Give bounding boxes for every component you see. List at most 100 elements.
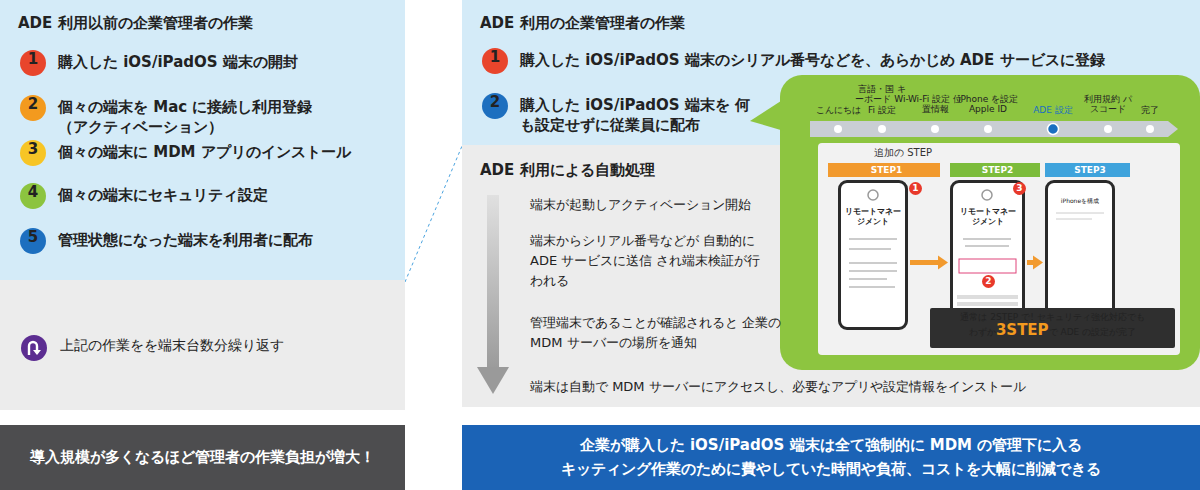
callout-pointer [750,97,784,137]
connector-line [910,260,940,265]
text-slot: こんにちは [810,105,866,115]
number-badge: 2 [20,95,46,121]
shape [849,238,897,240]
shape [849,270,897,272]
label-text: STEP1 [828,163,940,177]
shape [849,248,891,250]
summary-band: 導入規模が多くなるほど管理者の作業負担が増大！ [0,425,405,490]
callout-number: 3 [1013,182,1026,195]
label-text: 個々の端末に MDM アプリのインストール [58,140,388,163]
summary-band: 企業が購入した iOS/iPadOS 端末は全て強制的に MDM の管理下に入る… [462,425,1200,490]
step-item: 1 購入した iOS/iPadOS 端末のシリアル番号などを、あらかじめ ADE … [482,48,1180,74]
text-slot: 利用規約 パスコード [1080,94,1136,115]
label-text: iPhone を設定 Apple ID [955,94,1021,115]
label-text: リモートマネージメント [957,207,1018,226]
text-slot: リモートマネージメント [845,207,901,226]
label-text: こんにちは [810,105,866,115]
shape [963,238,1011,240]
connector [910,256,948,270]
text-slot: iPhone を設定 Apple ID [955,94,1021,115]
number-badge: 5 [20,228,46,254]
text-slot: 端末が起動しアクティベーション開始 [530,195,830,215]
shape [487,195,499,371]
arrow-head [1033,256,1043,270]
text-slot: 追加の STEP [828,146,978,159]
label-text: 完了 [1130,105,1170,115]
label-text: 端末が起動しアクティベーション開始 [530,195,830,215]
shape [1146,125,1154,133]
repeat-icon [20,334,48,362]
shape [849,262,897,264]
label-text: 端末は自動で MDM サーバーにアクセスし、必要なアプリや設定情報をインストール [530,377,1180,397]
label-text: キッティング作業のために費やしていた時間や負荷、コストを大幅に削減できる [561,458,1101,481]
shape [878,125,886,133]
flow-arrow [476,195,510,395]
shape [931,125,939,133]
shape [834,125,842,133]
text-slot: ADE 利用以前の企業管理者の作業 [18,14,398,34]
step-item: 1購入した iOS/iPadOS 端末の開封 [20,50,388,76]
text-slot: 端末は自動で MDM サーバーにアクセスし、必要なアプリや設定情報をインストール [530,377,1180,397]
text-slot: 言語・国 キーボード Wi-Fi 設定 [854,84,910,115]
label-text: Wi-Fi 設定 位置情報 [907,94,963,115]
label-text: 追加の STEP [828,146,978,159]
shape [477,367,509,394]
shape [957,302,1018,306]
phone-screen: リモートマネージメント [838,180,908,330]
phone-screen [953,183,1022,327]
label-text: 管理状態になった端末を利用者に配布 [58,228,388,251]
text-slot: ADE 設定 [1028,105,1078,115]
label-text: わずか [969,327,996,337]
label-text: 導入規模が多くなるほど管理者の作業負担が増大！ [30,446,375,469]
guide-line [405,146,462,282]
shape [21,335,47,361]
shape [33,350,41,355]
number-badge: 1 [482,48,508,74]
step-item: 5 管理状態になった端末を利用者に配布 [20,228,388,254]
label-text: ADE 利用による自動処理 [480,161,880,181]
panel: ADE 利用以前の企業管理者の作業 1購入した iOS/iPadOS 端末の開封 2… [0,0,405,280]
number-badge: 3 [20,140,46,166]
text-slot: ADE 利用の企業管理者の作業 [480,14,880,34]
text-slot: 完了 [1130,105,1170,115]
label-text: ADE 利用以前の企業管理者の作業 [18,14,398,34]
shape [849,286,895,288]
text-slot: Wi-Fi 設定 位置情報 [907,94,963,115]
shape [810,121,1178,137]
label-text: iPhoneを構成 [1052,197,1108,204]
step-tag: STEP3 [1045,163,1130,177]
text-slot: リモートマネージメント [957,207,1018,226]
shape [982,190,992,200]
shape [1056,213,1104,219]
label-text: で ADE の設定が完了 [1049,327,1137,337]
shape [957,295,1018,299]
label-text: 利用規約 パスコード [1080,94,1136,115]
highlight-box: 通常は 2STEP で! セキュリティ強化対応でもわずか3STEPで ADE の… [930,308,1175,348]
label-text: 上記の作業をを端末台数分繰り返す [60,336,390,356]
label-text: STEP3 [1045,163,1130,177]
text-slot: 端末からシリアル番号などが 自動的に ADE サービスに送信 され端末検証が行わ… [530,231,768,291]
number-badge: 4 [20,183,46,209]
label-text: ADE 設定 [1028,105,1078,115]
shape [1048,124,1059,135]
shape [959,259,1016,273]
shape [963,239,1011,246]
shape [849,278,887,280]
text-slot: ADE 利用による自動処理 [480,161,880,181]
label-text: 端末からシリアル番号などが 自動的に ADE サービスに送信 され端末検証が行わ… [530,231,768,291]
label-text: ADE 利用の企業管理者の作業 [480,14,880,34]
shape [868,190,878,200]
label-text: 購入した iOS/iPadOS 端末のシリアル番号などを、あらかじめ ADE サ… [520,48,1180,71]
number-badge: 2 [482,93,508,119]
connector [1027,256,1043,270]
label-text: 個々の端末を Mac に接続し利用登録 （アクティベーション） [58,95,328,137]
shape [750,99,784,131]
callout-bubble: こんにちは言語・国 キーボード Wi-Fi 設定Wi-Fi 設定 位置情報iPh… [780,75,1200,370]
callout-number: 2 [982,275,995,288]
shape [965,245,1009,247]
step-item: 4個々の端末にセキュリティ設定 [20,183,388,209]
step-item: 3 個々の端末に MDM アプリのインストール [20,140,388,166]
shape [849,239,897,287]
label-text: 3STEP [996,321,1049,339]
